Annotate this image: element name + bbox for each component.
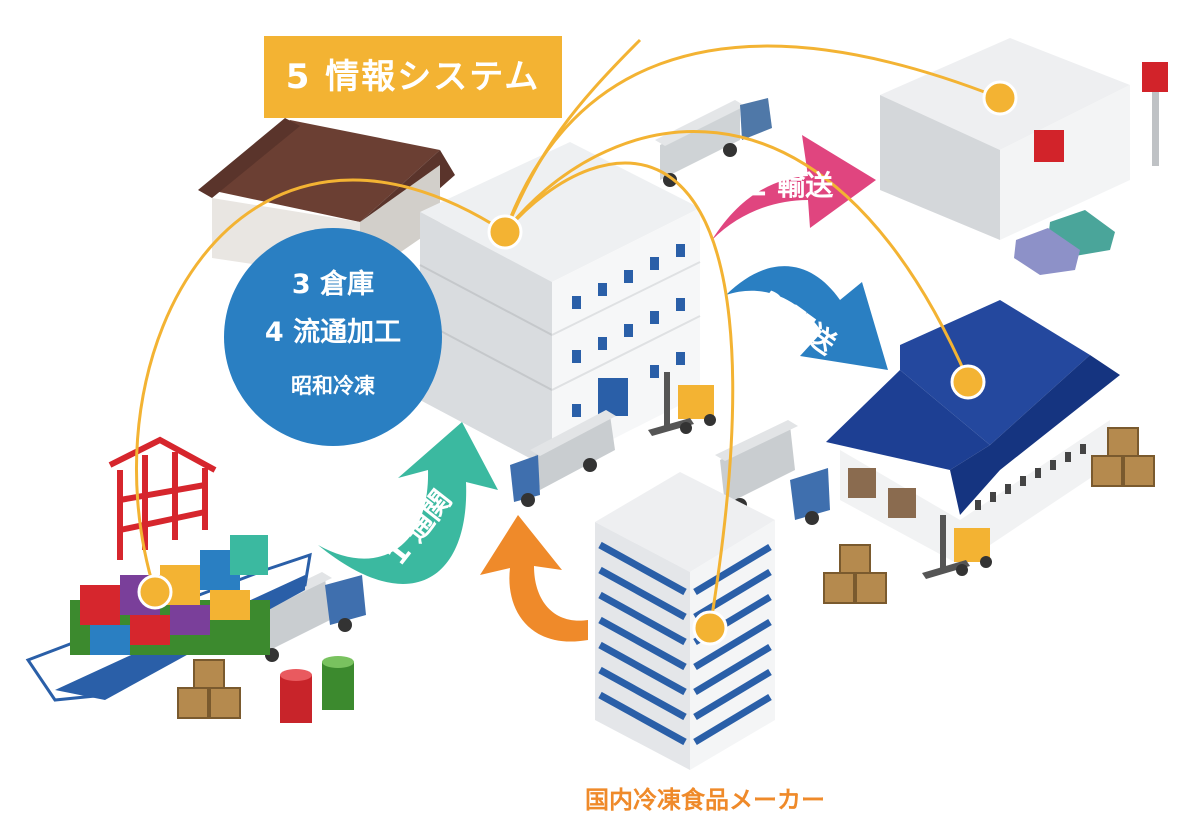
company-label: 昭和冷凍 bbox=[291, 374, 375, 398]
parked-cars bbox=[1014, 210, 1115, 275]
main-warehouse bbox=[419, 142, 701, 470]
drums bbox=[280, 656, 354, 723]
crates-right-bottom bbox=[823, 544, 887, 604]
maker-label: 国内冷凍食品メーカー bbox=[585, 786, 825, 814]
truck-center bbox=[510, 410, 616, 507]
info-nodes bbox=[137, 80, 1018, 646]
processing-label: 4 流通加工 bbox=[264, 317, 402, 348]
truck-right bbox=[715, 420, 830, 525]
forklift-center bbox=[648, 372, 716, 436]
arrow-delivery bbox=[726, 266, 888, 370]
maker-tower bbox=[595, 472, 775, 770]
forklift-right bbox=[922, 515, 992, 579]
arrow-maker bbox=[480, 515, 588, 642]
distribution-center bbox=[826, 300, 1120, 565]
info-system-label: 5 情報システム bbox=[264, 36, 562, 118]
warehouse-label: 3 倉庫 bbox=[291, 269, 375, 300]
arrow-transport bbox=[712, 135, 876, 240]
crates-port bbox=[177, 659, 241, 719]
truck-top bbox=[655, 98, 772, 187]
container-ship bbox=[25, 535, 312, 702]
retail-store bbox=[880, 38, 1168, 240]
port-crane bbox=[108, 436, 217, 560]
info-connectors bbox=[135, 38, 1001, 629]
warehouse-circle: 3 倉庫 4 流通加工 昭和冷凍 bbox=[224, 228, 442, 446]
transport-label: 2 輸送 bbox=[748, 169, 834, 202]
crates-right-top bbox=[1091, 427, 1155, 487]
arrow-customs bbox=[318, 422, 498, 584]
